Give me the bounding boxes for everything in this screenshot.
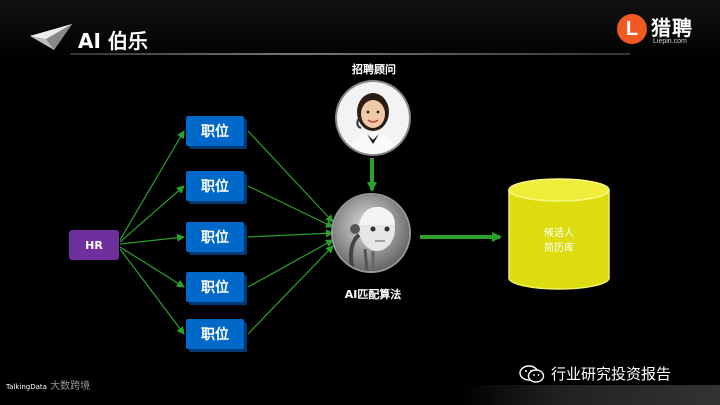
- job-node: 职位: [186, 116, 244, 146]
- hr-node: HR: [69, 230, 119, 260]
- title-bar: [0, 0, 720, 62]
- ai-robot-image: [333, 195, 409, 271]
- bottom-decoration: [460, 385, 720, 405]
- arrow-hr-job-2: [119, 185, 185, 243]
- job-node: 职位: [186, 171, 244, 201]
- footer-source: 行业研究投资报告: [519, 363, 671, 384]
- brand-badge: L: [617, 14, 647, 44]
- brand-subtitle: Liepin.com: [653, 38, 687, 45]
- consultant-label: 招聘顾问: [352, 63, 396, 76]
- title-underline: [70, 53, 630, 55]
- footer-left-text: 大数跨境: [50, 381, 91, 392]
- arrow-job-2-ai: [247, 185, 334, 228]
- paper-plane-icon: [30, 24, 72, 50]
- database-label-line2: 简历库: [544, 243, 574, 254]
- arrow-hr-job-1: [119, 130, 185, 241]
- arrow-hr-job-3: [119, 233, 185, 245]
- database-label-line1: 候选人: [544, 228, 574, 239]
- job-node: 职位: [186, 222, 244, 252]
- candidate-database-cylinder: [508, 178, 610, 290]
- brand-logo: L 猎聘 Liepin.com: [617, 12, 707, 52]
- footer-watermark: TalkingData 大数跨境: [6, 377, 90, 392]
- footer-right-text: 行业研究投资报告: [551, 365, 672, 383]
- brand-name: 猎聘: [651, 16, 693, 40]
- slide-title: AI 伯乐: [78, 29, 148, 53]
- database-label: 候选人 简历库: [505, 226, 613, 256]
- algorithm-label: AI匹配算法: [344, 288, 402, 301]
- wechat-icon: [519, 364, 545, 383]
- arrow-job-3-ai: [247, 229, 334, 238]
- arrow-job-5-ai: [247, 245, 334, 335]
- footer-tag: TalkingData: [6, 383, 47, 391]
- arrow-hr-job-4: [119, 246, 185, 288]
- arrow-hr-job-5: [119, 248, 185, 335]
- job-node: 职位: [186, 272, 244, 302]
- job-node: 职位: [186, 319, 244, 349]
- arrow-job-4-ai: [247, 239, 334, 288]
- consultant-avatar: [337, 82, 409, 154]
- arrow-job-1-ai: [247, 130, 334, 223]
